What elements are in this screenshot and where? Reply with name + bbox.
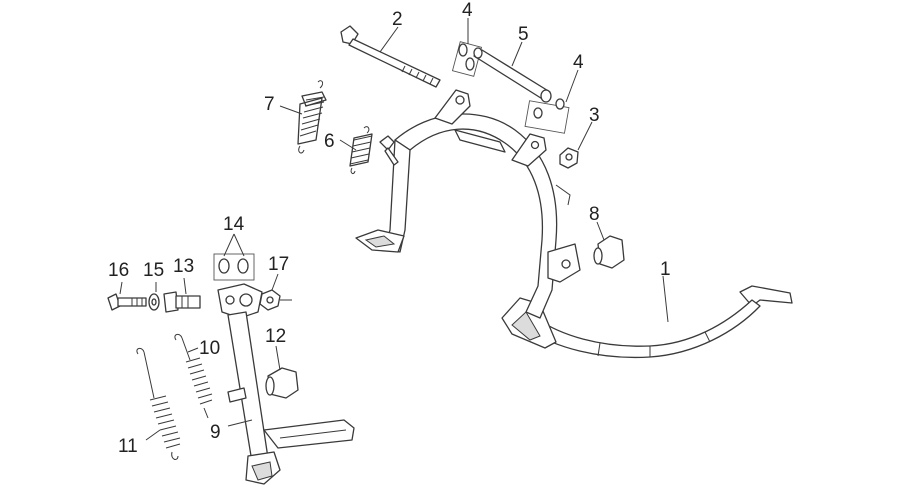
callout-15: 15 (143, 260, 164, 281)
side-stand-part-9 (217, 283, 355, 485)
pin-part-5 (473, 47, 552, 103)
callout-16: 16 (108, 260, 129, 281)
callout-9: 9 (210, 422, 221, 443)
callout-10: 10 (199, 338, 220, 359)
callout-1: 1 (660, 259, 671, 280)
center-stand-part-1 (355, 89, 793, 359)
callout-7: 7 (264, 94, 275, 115)
bolt-part-16 (107, 293, 147, 311)
spring-part-11 (136, 347, 181, 460)
leader-lines (119, 18, 669, 441)
callout-6: 6 (324, 131, 335, 152)
washer-part-14 (213, 253, 255, 281)
bolt-part-2 (340, 25, 441, 88)
nut-part-3 (559, 147, 579, 169)
callout-14: 14 (223, 214, 245, 235)
callout-12: 12 (265, 326, 286, 347)
spring-part-10 (174, 333, 213, 419)
small-pin (379, 135, 399, 166)
callout-17: 17 (268, 254, 289, 275)
pivot-part-13 (163, 291, 201, 313)
callout-8: 8 (589, 204, 600, 225)
rubber-part-12 (265, 367, 299, 399)
callout-4-left: 4 (462, 0, 473, 21)
spring-part-6 (349, 126, 373, 175)
spring-part-7 (297, 80, 327, 154)
callout-numbers: 1 2 3 4 4 5 6 7 8 9 10 11 12 13 14 15 16… (108, 0, 671, 457)
washer-part-4-right (524, 98, 570, 134)
nut-part-17 (259, 289, 281, 311)
washer-part-15 (148, 293, 160, 311)
callout-13: 13 (173, 256, 194, 277)
callout-11: 11 (118, 436, 138, 457)
rubber-stopper-part-8 (593, 235, 625, 269)
callout-4-right: 4 (573, 52, 584, 73)
callout-5: 5 (518, 24, 529, 45)
washer-part-4-left (451, 41, 483, 77)
callout-2: 2 (392, 9, 403, 30)
callout-3: 3 (589, 105, 600, 126)
